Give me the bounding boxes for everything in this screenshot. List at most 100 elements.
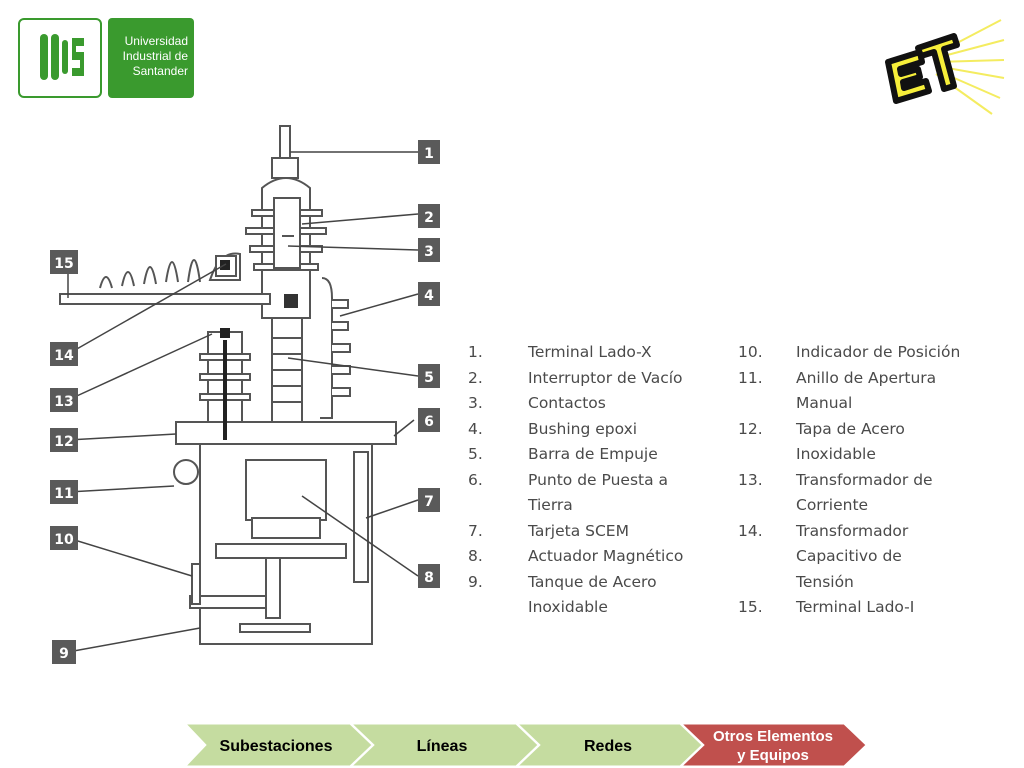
callout-7: 7 xyxy=(418,488,440,512)
legend-text: Anillo de Apertura xyxy=(796,368,937,387)
callout-14: 14 xyxy=(50,342,78,366)
uis-logo-line: Universidad xyxy=(124,34,188,48)
legend-item-7: 7. Tarjeta SCEM xyxy=(468,519,728,545)
section-nav: Subestaciones Líneas Redes Otros Element… xyxy=(184,723,867,767)
nav-tab-label: Líneas xyxy=(417,738,468,755)
callout-4: 4 xyxy=(418,282,440,306)
nav-tab-subestaciones[interactable]: Subestaciones xyxy=(184,723,373,767)
legend-text: Tensión xyxy=(796,572,854,591)
legend-number: 3. xyxy=(468,394,483,412)
legend-number: 6. xyxy=(468,470,483,489)
nav-tab-lineas[interactable]: Líneas xyxy=(350,723,539,767)
uis-logo-text-box: Universidad Industrial de Santander xyxy=(108,18,194,98)
callout-label: 6 xyxy=(424,414,434,430)
callout-label: 12 xyxy=(54,434,73,450)
legend-text: Tanque de Acero xyxy=(528,572,657,591)
legend-number: 12. xyxy=(738,419,763,438)
legend-item-3: 3. Contactos xyxy=(468,391,728,417)
callout-label: 3 xyxy=(424,244,434,260)
legend-text: Inoxidable xyxy=(528,598,608,616)
legend-item-15: 15. Terminal Lado-I xyxy=(738,595,1008,621)
callout-10: 10 xyxy=(50,526,78,550)
callout-label: 8 xyxy=(424,570,434,586)
legend-text: Tarjeta SCEM xyxy=(528,521,629,540)
legend-text: Barra de Empuje xyxy=(528,445,658,463)
callout-label: 4 xyxy=(424,288,434,304)
legend-number: 7. xyxy=(468,521,483,540)
legend-number: 5. xyxy=(468,445,483,463)
legend-item-10: 10. Indicador de Posición xyxy=(738,340,1008,366)
legend-text: Punto de Puesta a xyxy=(528,470,669,489)
callout-3: 3 xyxy=(418,238,440,262)
callout-label: 9 xyxy=(59,646,69,662)
legend-item-1: 1. Terminal Lado-X xyxy=(468,340,728,366)
nav-tab-label: Subestaciones xyxy=(220,738,333,755)
legend-text: Corriente xyxy=(796,496,869,514)
nav-tab-redes[interactable]: Redes xyxy=(516,723,703,767)
uis-logo-line: Industrial de xyxy=(122,49,188,63)
callout-2: 2 xyxy=(418,204,440,228)
legend-text: Contactos xyxy=(528,394,606,412)
legend-text: Actuador Magnético xyxy=(528,547,684,565)
legend-number: 14. xyxy=(738,521,763,540)
callout-11: 11 xyxy=(50,480,78,504)
callout-label: 14 xyxy=(54,348,74,364)
callout-6: 6 xyxy=(418,408,440,432)
legend-item-6: 6. Punto de Puesta a Tierra xyxy=(468,468,728,519)
legend-text: Transformador de xyxy=(796,470,933,489)
nav-tab-label-line2: y Equipos xyxy=(737,747,809,764)
callout-label: 13 xyxy=(54,394,73,410)
legend-item-4: 4. Bushing epoxi xyxy=(468,417,728,443)
legend-text: Manual xyxy=(796,394,853,412)
uis-monogram-icon xyxy=(40,34,84,80)
legend-number: 1. xyxy=(468,343,483,361)
legend-number: 9. xyxy=(468,572,483,591)
legend-item-5: 5. Barra de Empuje xyxy=(468,442,728,468)
legend-number: 10. xyxy=(738,343,763,361)
legend-text: Interruptor de Vacío xyxy=(528,368,683,387)
callout-15: 15 xyxy=(50,250,78,274)
callout-label: 15 xyxy=(54,256,73,272)
callout-label: 2 xyxy=(424,210,434,226)
nav-tab-label-line1: Otros Elementos xyxy=(713,728,833,745)
callout-13: 13 xyxy=(50,388,78,412)
uis-logo-line: Santander xyxy=(132,64,188,78)
legend-item-8: 8. Actuador Magnético xyxy=(468,544,728,570)
legend-number: 15. xyxy=(738,598,763,616)
callout-1: 1 xyxy=(418,140,440,164)
legend-number: 4. xyxy=(468,419,483,438)
legend-text: Tapa de Acero xyxy=(796,419,905,438)
legend-text: Tierra xyxy=(528,496,573,514)
legend-item-13: 13. Transformador de Corriente xyxy=(738,468,1008,519)
nav-tab-otros-elementos[interactable]: Otros Elementos y Equipos xyxy=(680,723,867,767)
legend-column-right: 10. Indicador de Posición 11. Anillo de Ap… xyxy=(738,340,1008,621)
legend-text: Transformador xyxy=(796,521,909,540)
callout-label: 1 xyxy=(424,146,434,162)
legend-number: 8. xyxy=(468,547,483,565)
legend-text: Bushing epoxi xyxy=(528,419,638,438)
legend-text: Inoxidable xyxy=(796,445,876,463)
callout-8: 8 xyxy=(418,564,440,588)
legend-text: Indicador de Posición xyxy=(796,343,961,361)
uis-logo-emblem xyxy=(18,18,102,98)
legend-column-left: 1. Terminal Lado-X 2. Interruptor de Vacío… xyxy=(468,340,728,621)
et-logo-icon xyxy=(885,19,1005,115)
callout-label: 7 xyxy=(424,494,434,510)
legend-text: Terminal Lado-X xyxy=(528,343,652,361)
legend-item-2: 2. Interruptor de Vacío xyxy=(468,366,728,392)
callout-12: 12 xyxy=(50,428,78,452)
callout-label: 5 xyxy=(424,370,434,386)
callout-5: 5 xyxy=(418,364,440,388)
callout-9: 9 xyxy=(52,640,76,664)
legend-text: Capacitivo de xyxy=(796,547,902,565)
legend-number: 11. xyxy=(738,368,763,387)
legend-text: Terminal Lado-I xyxy=(796,598,915,616)
legend-number: 2. xyxy=(468,368,483,387)
callout-label: 10 xyxy=(54,532,74,548)
nav-tab-label: Redes xyxy=(584,738,632,755)
legend-number: 13. xyxy=(738,470,763,489)
